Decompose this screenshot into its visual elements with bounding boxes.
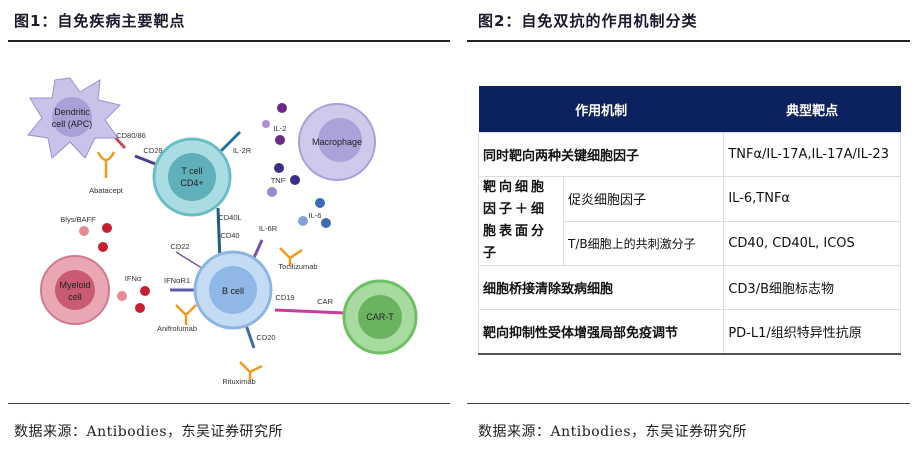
marker-label: IL-2R <box>233 146 252 155</box>
submechanism-cell: T/B细胞上的共刺激分子 <box>562 220 725 266</box>
table-header: 作用机制典型靶点 <box>478 86 901 133</box>
divider <box>8 40 450 42</box>
submechanism-cell: 促炎细胞因子 <box>562 176 725 222</box>
mechanism-group-cell: 靶向细胞因子＋细胞表面分子 <box>478 176 564 266</box>
macrophage <box>298 103 376 181</box>
cell-label: cell <box>68 292 82 302</box>
drug-label: Rituximab <box>222 377 255 386</box>
header-mechanism: 作用机制 <box>478 86 724 133</box>
target-cell: IL-6,TNFα <box>723 176 901 222</box>
header-targets: 典型靶点 <box>723 86 901 133</box>
marker-label: CD28 <box>143 146 162 155</box>
mechanism-cell: 细胞桥接清除致病细胞 <box>477 265 725 310</box>
cell-label: CD4+ <box>180 178 203 188</box>
cytokine-label: Blys/BAFF <box>60 215 96 224</box>
cytokine-dots <box>79 103 331 313</box>
cell-label: Macrophage <box>312 137 362 147</box>
divider <box>467 40 910 42</box>
figure2-title: 图2：自免双抗的作用机制分类 <box>478 12 698 30</box>
immune-targets-diagram: Dendritic cell (APC) T cell CD4+ Macroph… <box>27 77 418 386</box>
cd28-receptor <box>134 154 159 167</box>
dendritic-cell <box>27 77 121 159</box>
cytokine-label: TNF <box>271 176 286 185</box>
mechanism-cell: 靶向抑制性受体增强局部免疫调节 <box>477 309 725 355</box>
marker-label: CD40L <box>218 213 241 222</box>
il2r-receptor <box>218 130 242 154</box>
cytokine-label: IL-2 <box>274 124 287 133</box>
figure2-source: 数据来源：Antibodies，东吴证券研究所 <box>478 424 748 440</box>
cell-label: CAR-T <box>366 312 394 322</box>
cd19-car-link <box>274 308 346 315</box>
marker-label: CAR <box>317 297 333 306</box>
marker-label: IFNαR1 <box>164 276 190 285</box>
target-cell: CD3/B细胞标志物 <box>723 265 901 310</box>
drug-label: Anifrolumab <box>157 324 197 333</box>
antibody-icons <box>96 151 303 380</box>
car-t-cell <box>342 279 418 355</box>
cell-label: T cell <box>181 166 202 176</box>
cell-label: B cell <box>222 286 244 296</box>
cell-label: Dendritic <box>54 107 90 117</box>
marker-label: CD22 <box>170 242 189 251</box>
drug-label: Abatacept <box>89 186 124 195</box>
b-cell <box>193 250 273 330</box>
marker-label: CD40 <box>220 231 239 240</box>
divider <box>8 403 450 404</box>
figure1-title: 图1：自免疾病主要靶点 <box>14 12 186 30</box>
cell-label: cell (APC) <box>52 119 93 129</box>
cd22-receptor <box>175 251 206 271</box>
cd20-receptor <box>244 324 256 349</box>
cytokine-label: IL-6 <box>309 211 322 220</box>
target-cell: CD40, CD40L, ICOS <box>723 220 901 266</box>
cell-label: Myeloid <box>59 280 90 290</box>
mechanism-cell: 同时靶向两种关键细胞因子 <box>477 132 725 177</box>
marker-label: CD19 <box>275 293 294 302</box>
target-cell: TNFα/IL-17A,IL-17A/IL-23 <box>723 132 901 177</box>
figure1-source: 数据来源：Antibodies，东吴证券研究所 <box>14 424 284 440</box>
marker-label: CD80/86 <box>116 131 146 140</box>
target-cell: PD-L1/组织特异性抗原 <box>723 309 901 355</box>
cytokine-label: IFNα <box>125 274 142 283</box>
divider <box>467 403 910 404</box>
t-cell <box>152 137 232 217</box>
myeloid-cell <box>40 255 110 325</box>
marker-label: IL-6R <box>259 224 278 233</box>
marker-label: CD20 <box>256 333 275 342</box>
drug-label: Tocilizumab <box>278 262 317 271</box>
